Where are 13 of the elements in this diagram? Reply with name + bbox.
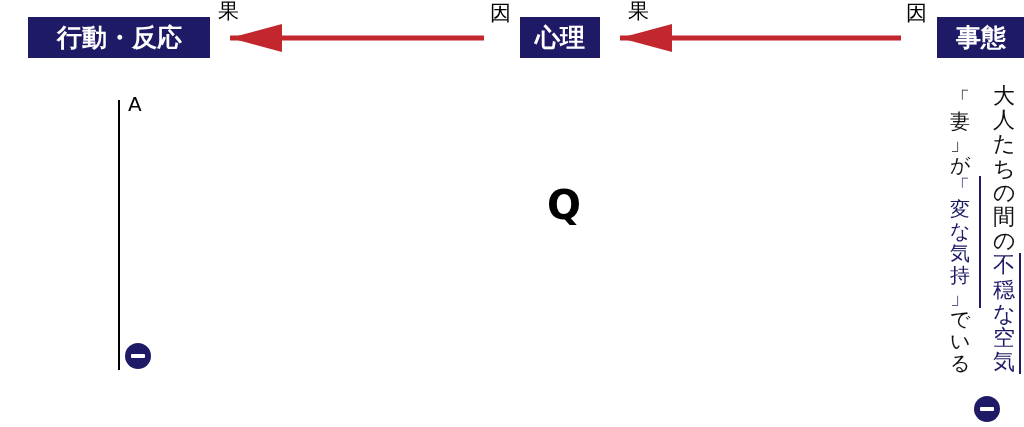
cause-effect-label: 因 (906, 3, 927, 24)
vertical-text: 「妻」が「変な気持」でいる (950, 88, 981, 374)
label-box: 心理 (520, 17, 600, 58)
arrow (620, 24, 901, 52)
arrow (230, 24, 484, 52)
cause-effect-label: 因 (490, 3, 511, 24)
cause-effect-label: 果 (628, 1, 649, 22)
center-letter: Q (547, 185, 581, 225)
label-box: 行動・反応 (28, 17, 210, 58)
cause-effect-label: 果 (218, 1, 239, 22)
vertical-text: 大人たちの間の不穏な空気 (993, 84, 1021, 375)
label-box: 事態 (937, 17, 1024, 58)
axis-label: A (128, 94, 142, 114)
